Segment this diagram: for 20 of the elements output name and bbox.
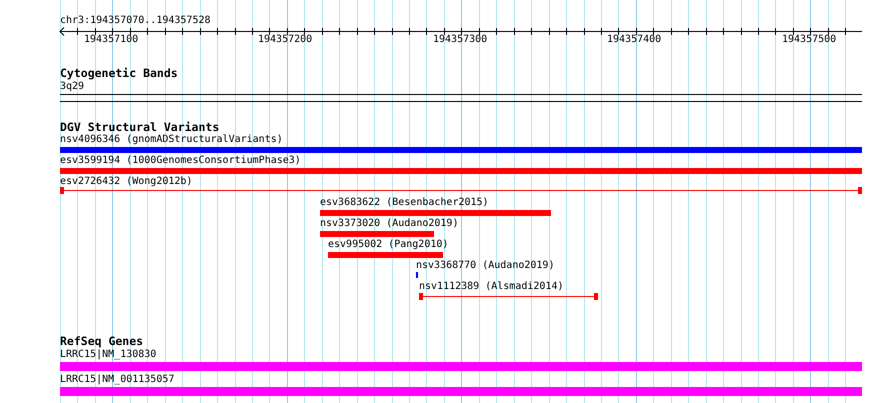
tick-label: 194357200 — [258, 34, 312, 46]
variant-label: esv2726432 (Wong2012b) — [60, 176, 192, 188]
variant-label: nsv3368770 (Audano2019) — [416, 260, 554, 272]
tick-label: 194357500 — [782, 34, 836, 46]
variant-label: nsv4096346 (gnomADStructuralVariants) — [60, 134, 283, 146]
track-title: RefSeq Genes — [60, 335, 144, 348]
band-label: 3q29 — [60, 81, 84, 93]
region-label: chr3:194357070..194357528 — [60, 15, 211, 27]
gene-label: LRRC15|NM_001135057 — [60, 374, 174, 386]
tick-label: 194357100 — [84, 34, 138, 46]
variant-label: nsv1112389 (Alsmadi2014) — [419, 281, 564, 293]
track-title: Cytogenetic Bands — [60, 67, 178, 80]
variant-label: esv3683622 (Besenbacher2015) — [320, 197, 489, 209]
tick-label: 194357300 — [433, 34, 488, 46]
track-title: DGV Structural Variants — [60, 121, 220, 134]
gene-label: LRRC15|NM_130830 — [60, 349, 156, 361]
variant-label: nsv3373020 (Audano2019) — [320, 218, 458, 230]
variant-label: esv3599194 (1000GenomesConsortiumPhase3) — [60, 155, 301, 167]
tick-label: 194357400 — [607, 34, 662, 46]
variant-label: esv995002 (Pang2010) — [328, 239, 448, 251]
